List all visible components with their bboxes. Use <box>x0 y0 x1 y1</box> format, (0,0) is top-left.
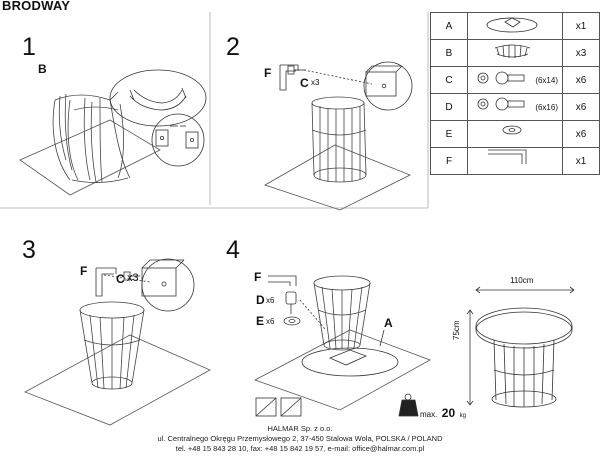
part-qty: x6 <box>562 93 600 121</box>
step3-c-screw <box>123 271 140 281</box>
part-key: A <box>430 12 468 40</box>
max-load: max. 20 kg <box>420 404 466 422</box>
step3-qty-c: x3 <box>127 272 139 284</box>
footer-address: ul. Centralnego Okręgu Przemysłowego 2, … <box>157 434 443 443</box>
step2-qty-c: x3 <box>311 78 320 87</box>
diameter-dimension-line <box>475 286 575 294</box>
part-qty: x1 <box>562 12 600 40</box>
step4-f-tool <box>268 275 297 286</box>
document-title: BRODWAY <box>2 0 71 13</box>
step1-detail-box <box>151 113 205 167</box>
max-load-value: 20 <box>441 406 456 420</box>
part-size <box>467 147 563 175</box>
max-load-unit: kg <box>459 413 466 419</box>
step2-label-f: F <box>264 66 272 80</box>
part-qty: x6 <box>562 66 600 94</box>
parts-row-f: F x1 <box>430 147 600 175</box>
step-number-1: 1 <box>22 33 36 61</box>
step4-qty-e: x6 <box>266 317 275 326</box>
step2-floor <box>264 144 411 211</box>
max-load-prefix: max. <box>420 410 438 419</box>
step2-basket <box>311 96 367 183</box>
parts-row-e: E x6 <box>430 120 600 148</box>
step-number-3: 3 <box>22 236 36 264</box>
parts-row-a: A x1 <box>430 12 600 40</box>
step4-qty-d: x6 <box>266 296 275 305</box>
part-size <box>467 39 563 67</box>
step3-floor <box>24 334 211 426</box>
step-number-2: 2 <box>226 33 240 61</box>
weight-icon <box>398 393 419 417</box>
parts-row-d: D (6x16) x6 <box>430 93 600 121</box>
step3-f-tool <box>95 267 117 297</box>
part-key: E <box>430 120 468 148</box>
step4-basket <box>313 275 371 351</box>
part-qty: x3 <box>562 39 600 67</box>
step4-label-f: F <box>254 270 262 284</box>
step2-label-c: C <box>300 76 309 90</box>
step4-tabletop <box>301 329 399 377</box>
step2-c-screw <box>287 65 306 75</box>
no-hammer-icon <box>280 397 302 417</box>
step4-label-d: D <box>256 293 265 307</box>
height-dimension-line <box>466 309 474 406</box>
step1-leg-sections <box>52 93 131 183</box>
step4-e-washer <box>283 316 301 326</box>
part-key: B <box>430 39 468 67</box>
step4-label-e: E <box>256 314 265 328</box>
part-size <box>467 120 563 148</box>
step4-floor <box>254 329 431 411</box>
step3-label-f: F <box>80 264 88 278</box>
part-size: (6x14) <box>467 66 563 94</box>
height-label: 75cm <box>452 320 461 340</box>
part-qty: x1 <box>562 147 600 175</box>
part-key: C <box>430 66 468 94</box>
part-key: D <box>430 93 468 121</box>
step2-f-tool <box>279 64 299 91</box>
part-key: F <box>430 147 468 175</box>
step3-detail <box>103 258 195 312</box>
step1-floor <box>19 119 161 196</box>
parts-row-c: C (6x14) x6 <box>430 66 600 94</box>
step2-detail <box>303 61 413 111</box>
step3-basket <box>79 301 145 390</box>
step1-label-b: B <box>38 62 47 76</box>
step3-label-c: C <box>116 272 125 286</box>
footer-company: HALMAR Sp. z o.o. <box>267 424 333 433</box>
part-qty: x6 <box>562 120 600 148</box>
step4-d-bolt <box>285 291 297 314</box>
step1-detail-circle <box>109 69 207 127</box>
part-size: (6x16) <box>467 93 563 121</box>
diameter-label: 110cm <box>510 276 534 285</box>
finished-table <box>475 307 573 408</box>
parts-row-b: B x3 <box>430 39 600 67</box>
step4-label-a: A <box>384 316 393 330</box>
part-size <box>467 12 563 40</box>
footer-contact: tel. +48 15 843 28 10, fax: +48 15 842 1… <box>175 444 425 453</box>
step-number-4: 4 <box>226 236 240 264</box>
parts-table: A x1 B x3 C (6x14) x6 D (6x16) x6 E x6 F… <box>430 12 600 175</box>
no-power-tool-icon <box>255 397 277 417</box>
